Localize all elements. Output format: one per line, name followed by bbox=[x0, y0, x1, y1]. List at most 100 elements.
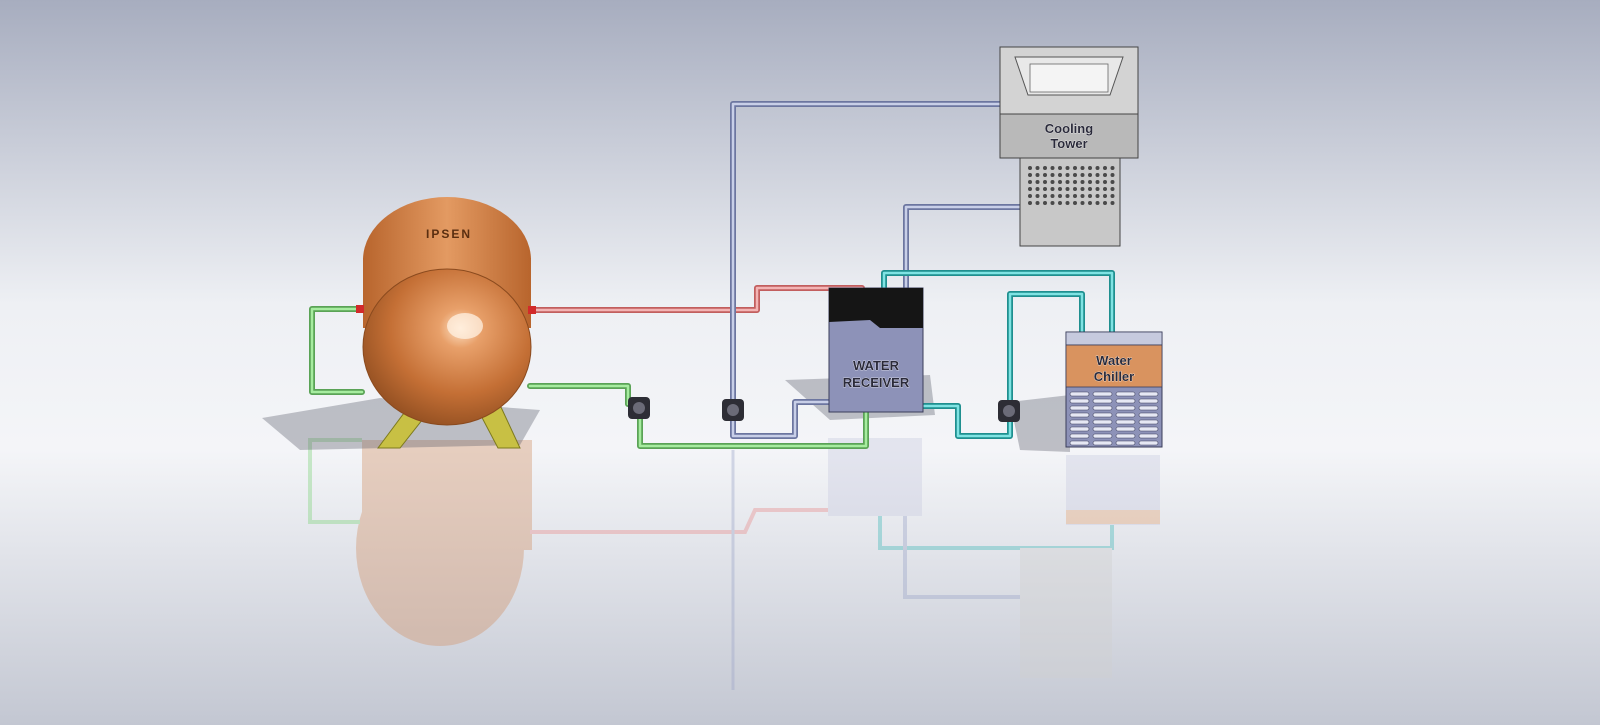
tower-vent-hole bbox=[1058, 201, 1062, 205]
tower-vent-hole bbox=[1088, 173, 1092, 177]
chiller-vent-slot bbox=[1115, 405, 1136, 411]
tower-vent-hole bbox=[1110, 194, 1115, 198]
chiller-vent-slot bbox=[1069, 440, 1090, 446]
tower-vent-hole bbox=[1065, 201, 1070, 205]
chiller-vent-slot bbox=[1092, 426, 1113, 432]
tower-vent-hole bbox=[1028, 187, 1032, 191]
tower-vent-hole bbox=[1028, 166, 1032, 170]
chiller-shadow bbox=[1010, 395, 1070, 452]
tower-vent-hole bbox=[1043, 166, 1047, 170]
water-chiller: Water Chiller bbox=[1065, 331, 1163, 448]
tower-vent-hole bbox=[1095, 173, 1100, 177]
chiller-label-1: Water bbox=[1096, 353, 1132, 368]
tower-vent-hole bbox=[1050, 180, 1055, 184]
receiver-label-1: WATER bbox=[853, 358, 900, 373]
chiller-vent-slot bbox=[1069, 405, 1090, 411]
tower-vent-hole bbox=[1103, 180, 1107, 184]
chiller-vent-slot bbox=[1138, 398, 1159, 404]
tank-nozzle-red bbox=[528, 306, 536, 314]
tower-vent-hole bbox=[1103, 194, 1107, 198]
tank-nozzle-green bbox=[356, 305, 364, 313]
tower-vent-hole bbox=[1043, 173, 1047, 177]
chiller-vent-slot bbox=[1138, 426, 1159, 432]
tank-front-cap bbox=[362, 268, 532, 426]
chiller-reflection-band bbox=[1066, 510, 1160, 524]
tower-vent-holes bbox=[1028, 166, 1115, 205]
tower-vent-hole bbox=[1035, 173, 1040, 177]
tower-vent-hole bbox=[1073, 180, 1077, 184]
chiller-vent-slot bbox=[1069, 391, 1090, 397]
tower-vent-hole bbox=[1050, 201, 1055, 205]
chiller-vent-slot bbox=[1069, 412, 1090, 418]
tower-vent-hole bbox=[1103, 201, 1107, 205]
tower-vent-hole bbox=[1088, 201, 1092, 205]
chiller-vent-slot bbox=[1092, 440, 1113, 446]
tank-highlight bbox=[447, 313, 483, 339]
tower-vent-hole bbox=[1080, 194, 1085, 198]
tank-reflection bbox=[356, 450, 524, 646]
pipe-cyan-reflection bbox=[878, 510, 1114, 550]
tower-vent-hole bbox=[1103, 173, 1107, 177]
tower-vent-hole bbox=[1043, 201, 1047, 205]
tower-vent-hole bbox=[1058, 187, 1062, 191]
chiller-vent-slot bbox=[1115, 412, 1136, 418]
tower-vent-hole bbox=[1088, 187, 1092, 191]
chiller-reflection bbox=[1066, 455, 1160, 525]
ipsen-tank: IPSEN bbox=[356, 197, 536, 449]
chiller-vent-slot bbox=[1069, 426, 1090, 432]
pump-3 bbox=[998, 400, 1020, 422]
chiller-vent-slot bbox=[1069, 419, 1090, 425]
tower-vent-hole bbox=[1080, 173, 1085, 177]
chiller-vent-slot bbox=[1115, 426, 1136, 432]
water-receiver: WATER RECEIVER bbox=[828, 287, 924, 413]
chiller-top-strip bbox=[1065, 331, 1163, 346]
tower-vent-hole bbox=[1028, 194, 1032, 198]
chiller-vent-slot bbox=[1092, 405, 1113, 411]
tower-vent-hole bbox=[1065, 180, 1070, 184]
chiller-vent-slot bbox=[1138, 419, 1159, 425]
pipe-green-reflection bbox=[308, 438, 362, 524]
cooling-tower: Cooling Tower bbox=[999, 46, 1139, 247]
tower-vent-hole bbox=[1080, 187, 1085, 191]
tower-vent-hole bbox=[1043, 180, 1047, 184]
tower-vent-hole bbox=[1065, 187, 1070, 191]
pipe-green-left-hl bbox=[310, 307, 364, 394]
tank-reflection-band bbox=[362, 440, 532, 550]
tower-vent-hole bbox=[1050, 187, 1055, 191]
chiller-vent-slot bbox=[1092, 433, 1113, 439]
chiller-vent-slot bbox=[1092, 412, 1113, 418]
tower-vent-hole bbox=[1028, 173, 1032, 177]
tower-vent-hole bbox=[1088, 194, 1092, 198]
tower-vent-hole bbox=[1035, 166, 1040, 170]
tower-vent-hole bbox=[1110, 173, 1115, 177]
tower-vent-hole bbox=[1035, 194, 1040, 198]
tower-vent-hole bbox=[1073, 166, 1077, 170]
chiller-vent-slot bbox=[1138, 433, 1159, 439]
tower-label-1: Cooling bbox=[1045, 121, 1093, 136]
tower-vent-hole bbox=[1103, 187, 1107, 191]
chiller-orange-panel bbox=[1065, 344, 1163, 388]
tower-vent-hole bbox=[1095, 180, 1100, 184]
tower-vent-hole bbox=[1095, 187, 1100, 191]
tower-vent-hole bbox=[1110, 180, 1115, 184]
tower-vent-hole bbox=[1065, 166, 1070, 170]
pump-1 bbox=[628, 397, 650, 419]
chiller-vent-slot bbox=[1092, 391, 1113, 397]
tower-vent-hole bbox=[1095, 194, 1100, 198]
chiller-vent-slot bbox=[1138, 391, 1159, 397]
tower-vent-hole bbox=[1043, 187, 1047, 191]
receiver-reflection bbox=[828, 438, 922, 516]
tower-vent-hole bbox=[1028, 201, 1032, 205]
tower-vent-hole bbox=[1065, 173, 1070, 177]
tower-vent-hole bbox=[1035, 187, 1040, 191]
chiller-vent-slot bbox=[1115, 440, 1136, 446]
tower-vent-hole bbox=[1058, 173, 1062, 177]
receiver-label-2: RECEIVER bbox=[843, 375, 910, 390]
pump-2 bbox=[722, 399, 744, 421]
chiller-vent-slot bbox=[1115, 433, 1136, 439]
chiller-vent-slot bbox=[1092, 419, 1113, 425]
pipe-blue-tower-return-hl bbox=[731, 102, 1002, 438]
pipe-blue-tower-supply-hl bbox=[904, 205, 1022, 314]
tower-vent-hole bbox=[1110, 201, 1115, 205]
